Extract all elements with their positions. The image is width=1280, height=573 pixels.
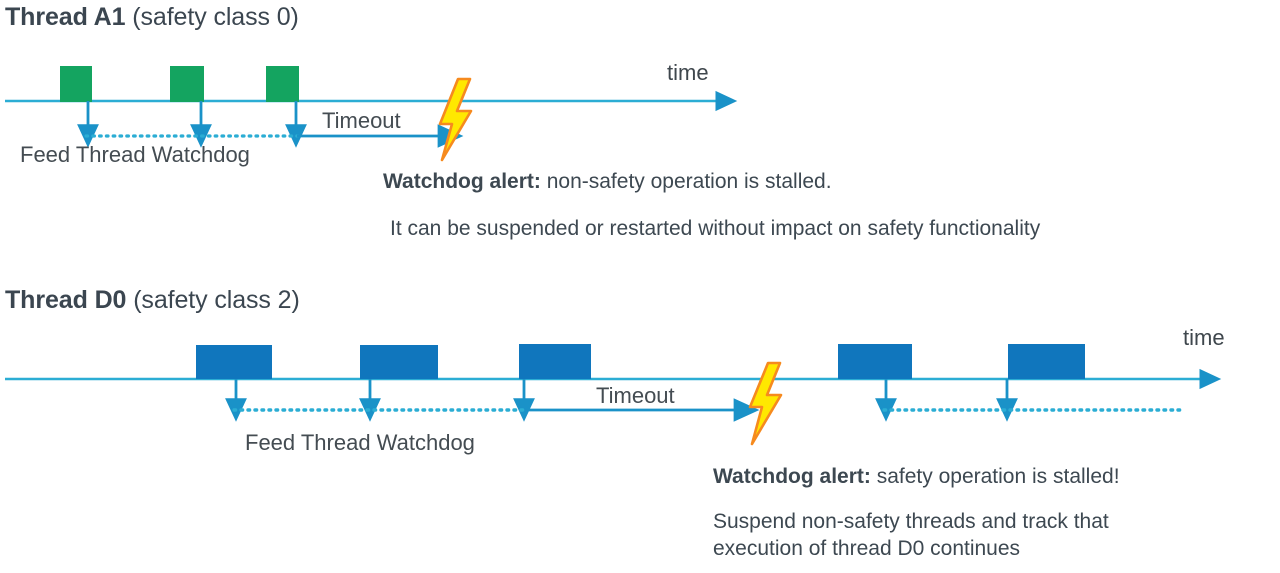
timeout-label-d0: Timeout (596, 383, 675, 408)
lightning-bolt-alert-icon (748, 361, 783, 446)
watchdog-alert-prefix-a1: Watchdog alert: (383, 170, 541, 193)
execution-block (196, 345, 272, 379)
watchdog-alert-detail-a1: It can be suspended or restarted without… (390, 217, 1041, 240)
watchdog-alert-detail-d0-line2: execution of thread D0 continues (713, 537, 1021, 560)
thread-d0-heading-name: Thread D0 (5, 286, 127, 314)
lightning-bolt-alert-icon (438, 77, 473, 162)
feed-thread-watchdog-label-d0: Feed Thread Watchdog (245, 430, 475, 455)
thread-d0-heading: Thread D0 (safety class 2) (5, 288, 300, 313)
execution-block (1008, 344, 1085, 379)
thread-a1-timeline-group (5, 66, 738, 162)
thread-d0-heading-class: (safety class 2) (126, 286, 300, 314)
thread-a1-heading-class: (safety class 0) (125, 3, 299, 31)
thread-a1-heading-name: Thread A1 (5, 3, 126, 31)
watchdog-alert-text-a1: Watchdog alert: non-safety operation is … (383, 171, 832, 192)
feed-thread-watchdog-label-a1: Feed Thread Watchdog (20, 142, 250, 167)
watchdog-alert-prefix-d0: Watchdog alert: (713, 465, 871, 488)
thread-a1-heading: Thread A1 (safety class 0) (5, 5, 299, 30)
execution-block (519, 344, 591, 379)
time-axis-label-a1: time (667, 60, 709, 85)
watchdog-alert-detail-d0-line1: Suspend non-safety threads and track tha… (713, 510, 1109, 533)
execution-block (838, 344, 912, 379)
execution-block (170, 66, 204, 102)
timeout-label-a1: Timeout (322, 108, 401, 133)
thread-d0-timeline-group (5, 344, 1222, 446)
execution-block (60, 66, 92, 102)
execution-block (266, 66, 299, 102)
watchdog-alert-body-d0: safety operation is stalled! (870, 465, 1120, 488)
watchdog-alert-text-d0: Watchdog alert: safety operation is stal… (713, 466, 1120, 487)
execution-block (360, 345, 438, 379)
watchdog-alert-body-a1: non-safety operation is stalled. (540, 170, 832, 193)
time-axis-label-d0: time (1183, 325, 1225, 350)
